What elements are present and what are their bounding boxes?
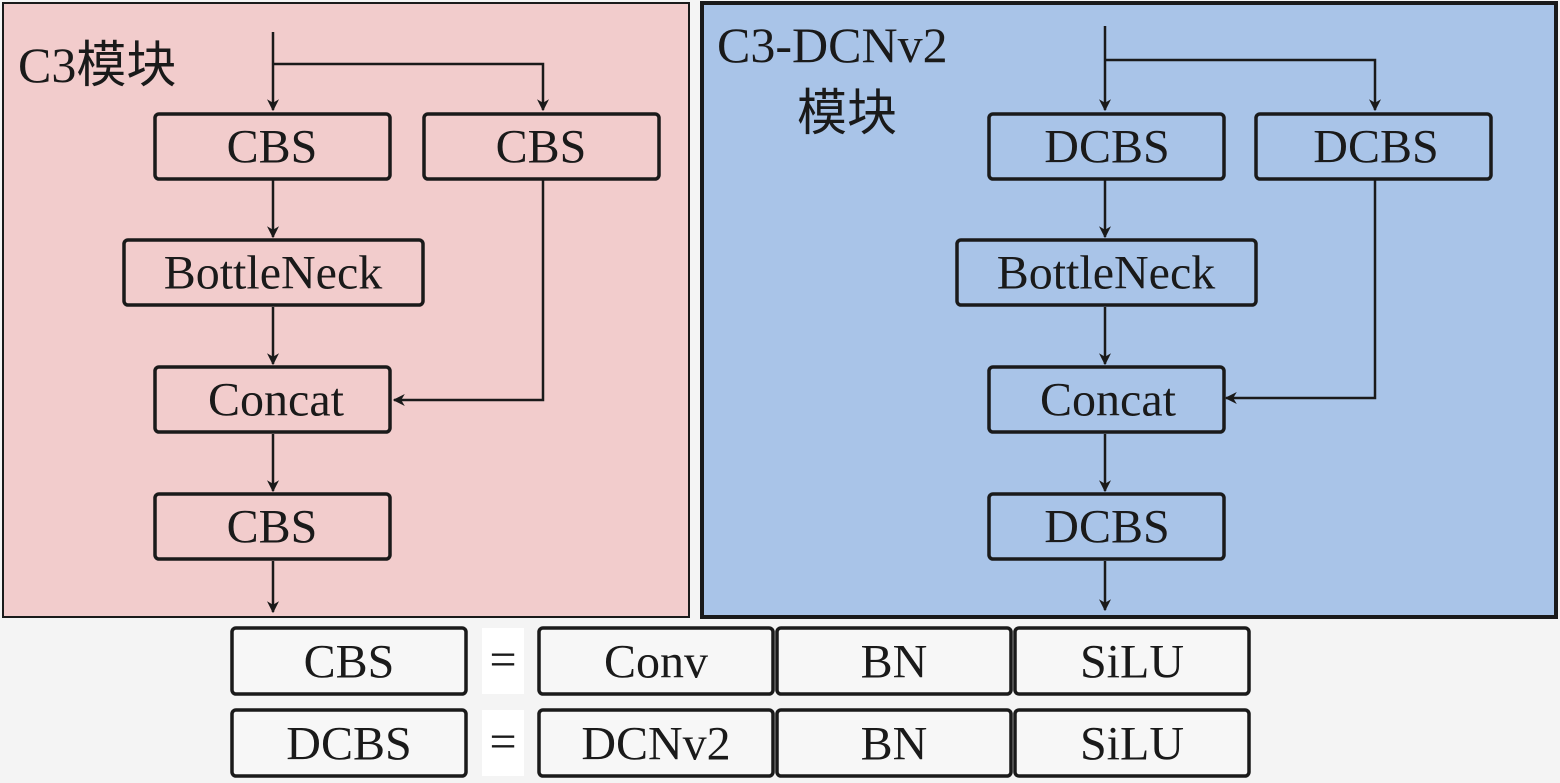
c3-branch-arrow [273,62,549,112]
dcn-module-panel: C3-DCNv2 模块 DCBS DCBS BottleNeck Conca [700,1,1558,619]
legend-name-box [230,708,468,778]
dcn-node-label: Concat [1040,374,1177,427]
legend-part-label: SiLU [1080,636,1184,689]
legend-name-box [230,626,468,696]
c3-node-concat: Concat [153,365,392,434]
dcn-node-label: DCBS [1044,121,1169,174]
dcn-panel-title-line1: C3-DCNv2 [717,17,948,73]
c3-module-panel: C3模块 CBS CBS BottleNeck Concat [2,2,690,618]
legend-row-dcbs: DCBS = DCNv2 BN SiLU [230,708,1251,778]
legend-part-box [1013,626,1251,696]
dcn-node-bottleneck: BottleNeck [955,238,1258,307]
legend: CBS = Conv BN SiLU DCBS = DCNv2 BN SiLU [230,626,1251,778]
dcn-node-dcbs-out: DCBS [987,492,1226,561]
c3-node-label: Concat [208,374,345,427]
legend-name-label: CBS [304,636,395,689]
dcn-panel-title-line2: 模块 [797,85,897,141]
legend-part-label: SiLU [1080,718,1184,771]
dcn-shortcut-arrow [1224,180,1377,404]
c3-node-cbs-out: CBS [153,492,392,561]
c3-node-cbs-right: CBS [422,112,661,181]
dcn-panel-background [700,1,1558,619]
c3-node-label: CBS [227,501,318,554]
c3-node-label: BottleNeck [164,247,383,300]
legend-part-box [537,708,775,778]
legend-part-box [775,708,1013,778]
legend-part-label: Conv [604,636,708,689]
c3-node-label: CBS [496,121,587,174]
legend-part-box [1013,708,1251,778]
dcn-node-dcbs-left: DCBS [987,112,1226,181]
legend-row-cbs: CBS = Conv BN SiLU [230,626,1251,696]
c3-node-cbs-left: CBS [153,112,392,181]
legend-equals-bg [482,628,524,694]
legend-name-label: DCBS [286,718,411,771]
legend-equals-sign: = [489,634,516,687]
c3-shortcut-arrow [392,180,545,406]
legend-part-label: DCNv2 [581,718,730,771]
legend-equals-bg [482,710,524,776]
legend-equals-sign: = [489,716,516,769]
c3-panel-title: C3模块 [18,37,176,93]
legend-part-box [537,626,775,696]
dcn-connectors [1099,26,1381,612]
dcn-branch-arrow [1105,58,1381,112]
dcn-node-concat: Concat [987,365,1226,434]
dcn-node-label: DCBS [1044,501,1169,554]
c3-node-label: CBS [227,121,318,174]
c3-connectors [267,32,549,614]
dcn-node-dcbs-right: DCBS [1254,112,1493,181]
c3-node-bottleneck: BottleNeck [122,238,425,307]
legend-part-label: BN [861,718,928,771]
legend-part-box [775,626,1013,696]
legend-part-label: BN [861,636,928,689]
dcn-node-label: BottleNeck [997,247,1216,300]
dcn-node-label: DCBS [1313,121,1438,174]
c3-panel-background [2,2,690,618]
